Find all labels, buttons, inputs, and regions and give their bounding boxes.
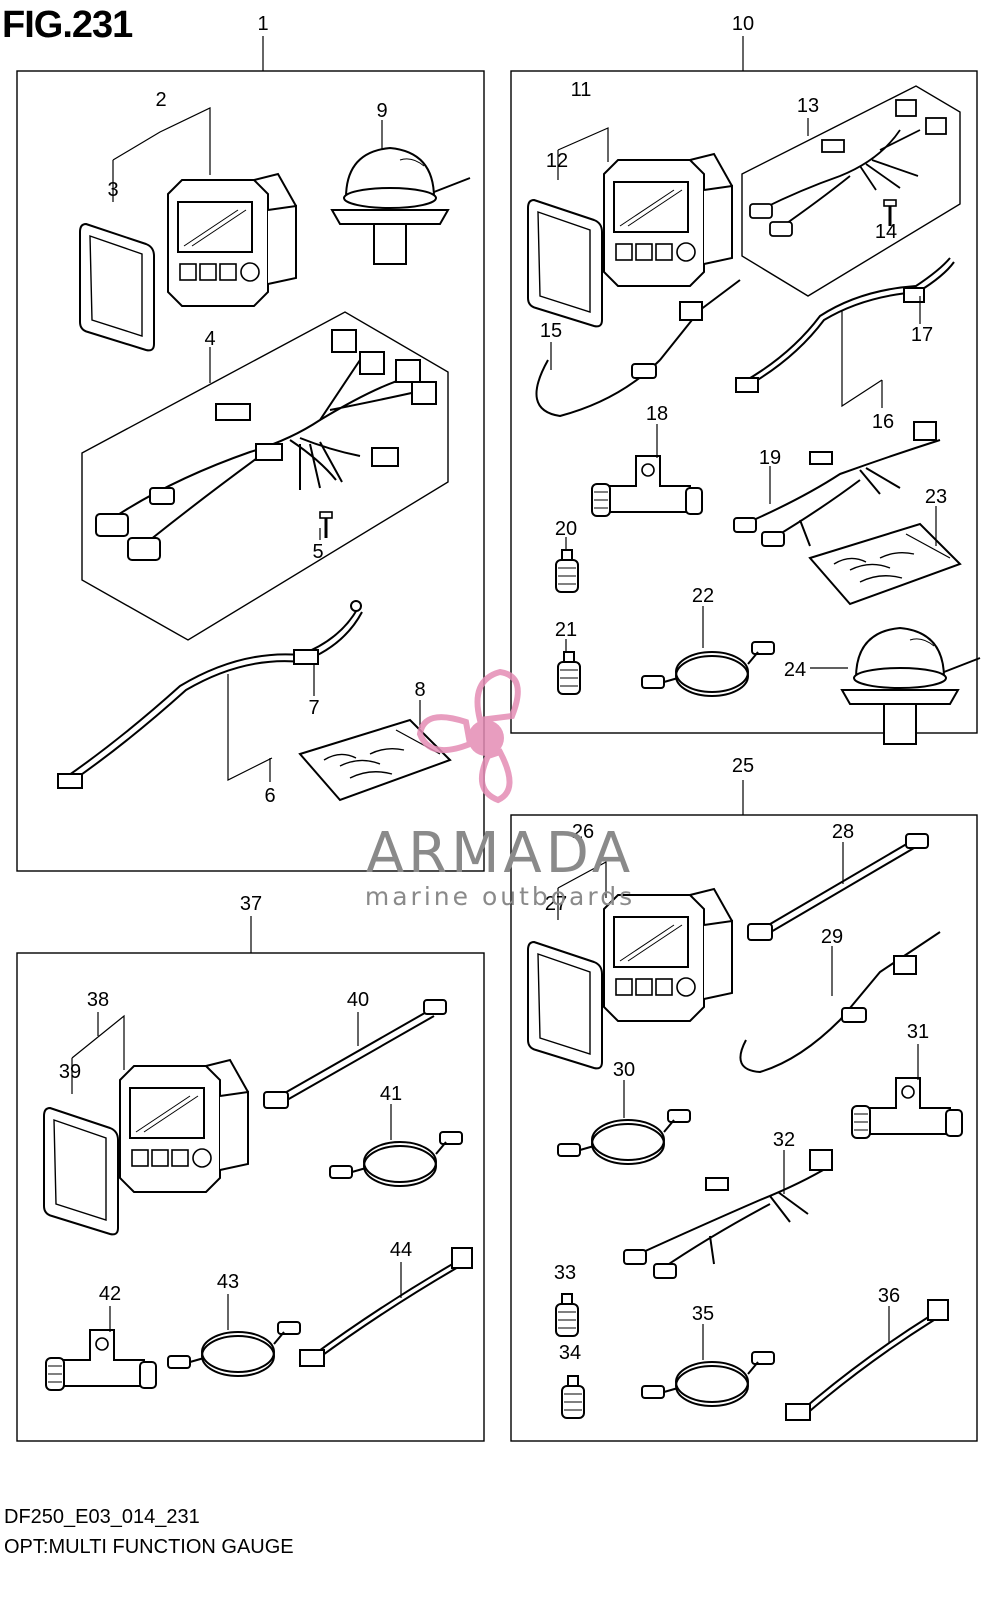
callout-7: 7 — [308, 697, 319, 719]
callout-20: 20 — [555, 518, 577, 540]
callout-40: 40 — [347, 989, 369, 1011]
harness-13 — [749, 99, 947, 237]
callout-10: 10 — [732, 13, 754, 35]
terminator-20 — [555, 549, 579, 593]
group-1-frame — [16, 70, 485, 872]
callout-34: 34 — [559, 1342, 581, 1364]
figure-code: DF250_E03_014_231 — [4, 1506, 200, 1528]
power-cable — [57, 600, 363, 789]
harness-screw — [318, 510, 334, 540]
assembly-group-25: 25 26 27 28 29 31 30 — [510, 755, 978, 1442]
cable-30 — [557, 1109, 691, 1165]
assembly-group-1: 1 2 3 9 4 5 — [16, 13, 485, 872]
gauge-body-37 — [119, 1059, 249, 1193]
cable-28 — [747, 833, 929, 941]
callout-38: 38 — [87, 989, 109, 1011]
t-connector-31 — [851, 1077, 963, 1139]
callout-16: 16 — [872, 411, 894, 433]
cable-29 — [739, 931, 941, 1074]
cable-41 — [329, 1131, 463, 1187]
figure-title: FIG.231 — [2, 4, 133, 46]
gauge-cover-37 — [43, 1107, 119, 1236]
callout-13: 13 — [797, 95, 819, 117]
callout-43: 43 — [217, 1271, 239, 1293]
cable-40 — [263, 999, 447, 1109]
callout-21: 21 — [555, 619, 577, 641]
callout-32: 32 — [773, 1129, 795, 1151]
nmea-cable-22 — [641, 641, 775, 697]
sensor-dome-24 — [841, 627, 981, 745]
gauge-cover-25 — [527, 941, 603, 1070]
callout-2: 2 — [155, 89, 166, 111]
nmea-cable-43 — [167, 1321, 301, 1377]
harness-32 — [623, 1149, 833, 1279]
instruction-bag — [299, 719, 451, 801]
callout-33: 33 — [554, 1262, 576, 1284]
group-25-frame — [510, 814, 978, 1442]
cable-44 — [299, 1247, 473, 1367]
callout-37: 37 — [240, 893, 262, 915]
watermark: ARMADA marine outboards — [340, 826, 660, 912]
nmea-cable-35 — [641, 1351, 775, 1407]
assembly-group-37: 37 38 39 40 41 42 43 44 — [16, 893, 485, 1442]
callout-5: 5 — [312, 541, 323, 563]
cable-16 — [735, 257, 955, 393]
watermark-propeller-icon — [416, 668, 521, 804]
callout-44: 44 — [390, 1239, 412, 1261]
assembly-group-10: 10 11 12 13 14 15 — [510, 13, 981, 745]
callout-30: 30 — [613, 1059, 635, 1081]
instruction-bag-23 — [809, 523, 961, 605]
callout-24: 24 — [784, 659, 806, 681]
watermark-brand: ARMADA — [365, 821, 635, 886]
callout-27: 27 — [545, 893, 567, 915]
callout-19: 19 — [759, 447, 781, 469]
gauge-cover — [79, 223, 155, 352]
harness-19 — [733, 421, 941, 547]
callout-14: 14 — [875, 221, 897, 243]
callout-35: 35 — [692, 1303, 714, 1325]
callout-22: 22 — [692, 585, 714, 607]
harness-panel-13 — [741, 85, 961, 297]
callout-17: 17 — [911, 324, 933, 346]
watermark-tagline: marine outboards — [364, 882, 636, 911]
callout-9: 9 — [376, 100, 387, 122]
callout-8: 8 — [414, 679, 425, 701]
callout-11: 11 — [571, 79, 592, 101]
gps-sensor-dome — [331, 147, 471, 265]
callout-12: 12 — [546, 150, 568, 172]
terminator-21 — [557, 651, 581, 695]
callout-15: 15 — [540, 320, 562, 342]
cable-36 — [785, 1299, 949, 1421]
callout-31: 31 — [907, 1021, 929, 1043]
gauge-cover-10 — [527, 199, 603, 328]
terminator-34 — [561, 1375, 585, 1419]
callout-29: 29 — [821, 926, 843, 948]
harness-panel — [81, 311, 449, 641]
t-connector-42 — [45, 1329, 157, 1391]
terminator-33 — [555, 1293, 579, 1337]
gauge-body — [167, 173, 297, 307]
callout-18: 18 — [646, 403, 668, 425]
callout-28: 28 — [832, 821, 854, 843]
callout-6: 6 — [264, 785, 275, 807]
callout-25: 25 — [732, 755, 754, 777]
callout-26: 26 — [572, 821, 594, 843]
callout-1: 1 — [257, 13, 268, 35]
gauge-body-10 — [603, 153, 733, 287]
callout-42: 42 — [99, 1283, 121, 1305]
callout-41: 41 — [380, 1083, 402, 1105]
figure-caption: OPT:MULTI FUNCTION GAUGE — [4, 1536, 294, 1558]
callout-23: 23 — [925, 486, 947, 508]
callout-4: 4 — [204, 328, 215, 350]
wire-harness — [95, 329, 437, 561]
cable-15 — [535, 279, 741, 418]
callout-36: 36 — [878, 1285, 900, 1307]
callout-39: 39 — [59, 1061, 81, 1083]
t-connector-18 — [591, 455, 703, 517]
group-10-frame — [510, 70, 978, 734]
callout-3: 3 — [107, 179, 118, 201]
